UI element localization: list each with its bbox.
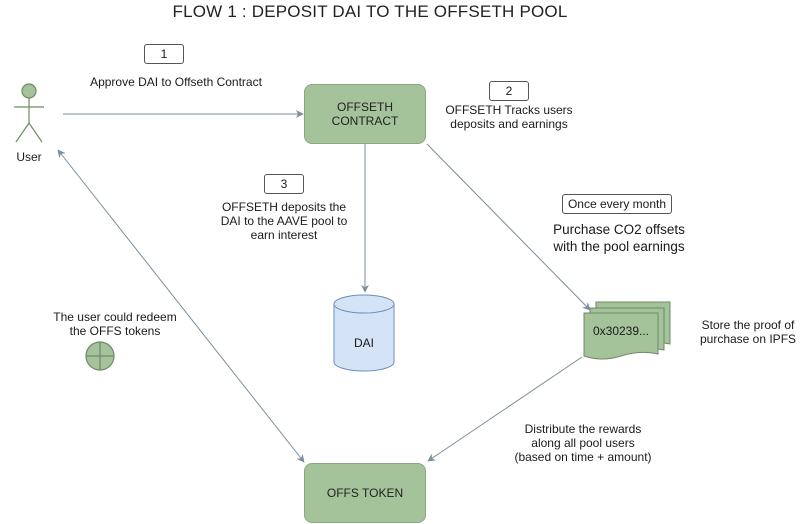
- redeem-text-line1: The user could redeem: [53, 310, 177, 324]
- ipfs-note-line2: purchase on IPFS: [699, 332, 797, 346]
- token-coin-icon: [85, 341, 115, 371]
- step-3-text-line1: OFFSETH deposits the: [221, 200, 347, 214]
- user-actor-icon: [14, 83, 44, 143]
- redeem-text-line2: the OFFS tokens: [69, 324, 161, 338]
- step-2-text-line1: OFFSETH Tracks users: [445, 103, 573, 117]
- rewards-text-line2: along all pool users: [531, 436, 635, 450]
- step-2-badge: 2: [489, 81, 529, 101]
- monthly-badge: Once every month: [562, 194, 672, 214]
- token-label: OFFS TOKEN: [326, 486, 404, 500]
- rewards-text-line3: (based on time + amount): [514, 450, 652, 464]
- proof-document-icon: [583, 301, 671, 360]
- offseth-contract-node: OFFSETH CONTRACT: [304, 84, 426, 144]
- rewards-text: Distribute the rewards along all pool us…: [506, 422, 660, 464]
- step-1-badge: 1: [144, 44, 184, 64]
- edge-contract-to-document: [426, 143, 591, 311]
- dai-database-icon: [333, 294, 395, 372]
- monthly-text: Purchase CO2 offsets with the pool earni…: [534, 221, 704, 255]
- dai-label: DAI: [353, 336, 374, 350]
- ipfs-note: Store the proof of purchase on IPFS: [692, 318, 804, 346]
- step-3-badge: 3: [264, 174, 304, 194]
- redeem-text: The user could redeem the OFFS tokens: [40, 310, 190, 338]
- step-3-text-line2: DAI to the AAVE pool to: [220, 214, 348, 228]
- step-1-text: Approve DAI to Offseth Contract: [90, 75, 262, 89]
- contract-label-line1: OFFSETH: [336, 100, 393, 114]
- step-2-text: OFFSETH Tracks users deposits and earnin…: [434, 103, 584, 131]
- document-label: 0x30239...: [592, 324, 650, 338]
- ipfs-note-line1: Store the proof of: [701, 318, 795, 332]
- step-3-text-line3: earn interest: [250, 228, 318, 242]
- step-2-text-line2: deposits and earnings: [450, 117, 568, 131]
- edge-document-to-token: [427, 356, 583, 462]
- monthly-text-line2: with the pool earnings: [553, 239, 685, 254]
- contract-label-line2: CONTRACT: [331, 114, 399, 128]
- diagram-title: FLOW 1 : DEPOSIT DAI TO THE OFFSETH POOL: [172, 2, 568, 21]
- edge-user-token-bidirectional: [57, 149, 305, 463]
- step-3-text: OFFSETH deposits the DAI to the AAVE poo…: [212, 200, 356, 242]
- monthly-text-line1: Purchase CO2 offsets: [553, 222, 685, 237]
- actor-label: User: [16, 150, 42, 164]
- rewards-text-line1: Distribute the rewards: [524, 422, 642, 436]
- offs-token-node: OFFS TOKEN: [304, 463, 426, 523]
